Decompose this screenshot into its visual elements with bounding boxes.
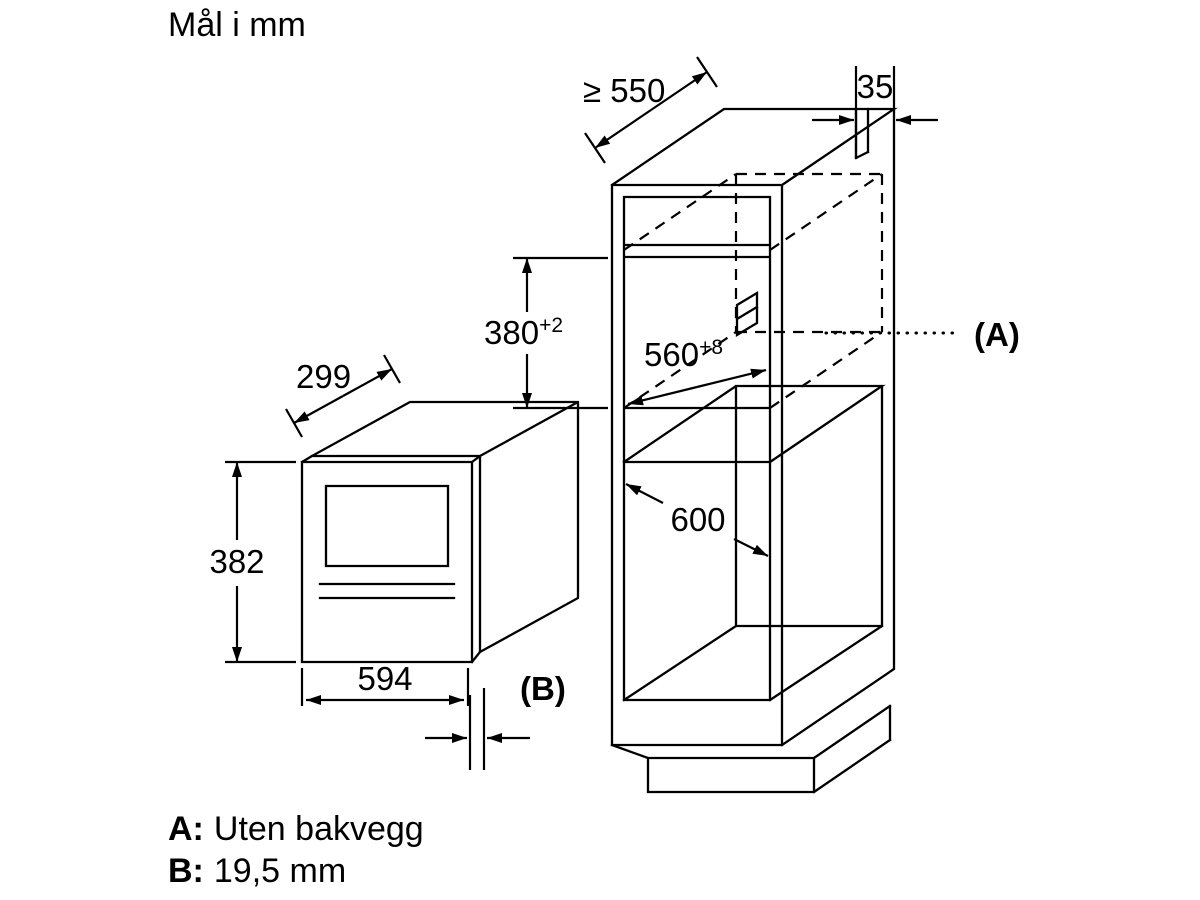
dim-600-label: 600: [670, 501, 725, 538]
socket-detail: [735, 290, 759, 338]
legend-a-key: A:: [168, 810, 204, 848]
legend-b-key: B:: [168, 852, 204, 890]
dim-560-tolerance: +8: [699, 336, 723, 359]
dim-382-label: 382: [209, 543, 264, 580]
legend-line-b: B: 19,5 mm: [168, 852, 346, 890]
dimension-lines: [225, 56, 962, 770]
dim-550-label: ≥ 550: [583, 72, 665, 109]
legend-a-value: Uten bakvegg: [214, 810, 424, 848]
arrow-550-right: [650, 71, 708, 111]
dim-35-label: 35: [857, 68, 894, 105]
arrow-600-left: [625, 483, 664, 504]
microwave-body: [300, 400, 580, 664]
cabinet-outline: [610, 107, 898, 747]
arrow-600-right: [733, 538, 769, 557]
arrow-560-left: [627, 385, 698, 406]
legend-line-a: A: Uten bakvegg: [168, 810, 424, 848]
dim-380-value: 380: [484, 314, 539, 351]
dim-594-label: 594: [357, 660, 412, 697]
microwave-door-details: [318, 484, 456, 600]
callout-b-label: (B): [520, 670, 566, 707]
cabinet-plinth: [610, 704, 892, 794]
dim-299-label: 299: [296, 358, 351, 395]
cabinet-drawing: [610, 107, 898, 794]
diagram-title: Mål i mm: [168, 6, 306, 44]
cabinet-lower-interior: [622, 384, 886, 702]
dim-560-label: 560+8: [644, 336, 723, 373]
callout-a-label: (A): [974, 316, 1020, 353]
dim-380-label: 380+2: [484, 314, 563, 351]
arrow-299-right: [342, 368, 393, 397]
microwave-drawing: [300, 400, 580, 664]
arrow-299-left: [293, 395, 344, 424]
arrow-560-right: [696, 368, 767, 389]
legend: A: Uten bakvegg B: 19,5 mm: [168, 810, 424, 890]
dim-380-tolerance: +2: [539, 314, 563, 337]
niche-open-back-dashed: [623, 172, 884, 409]
arrow-550-left: [594, 109, 652, 149]
legend-b-value: 19,5 mm: [214, 852, 346, 890]
cabinet-front-frame: [622, 195, 772, 702]
dim-560-value: 560: [644, 336, 699, 373]
